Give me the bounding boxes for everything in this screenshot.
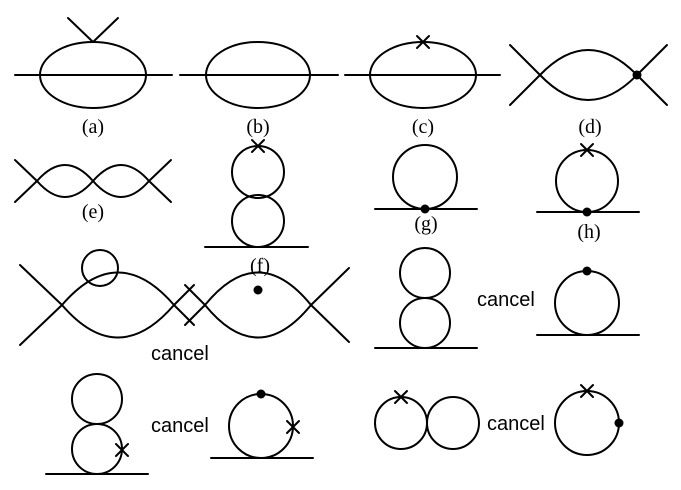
external-leg: [19, 264, 63, 306]
external-leg: [310, 267, 350, 306]
dot-vertex: [632, 70, 642, 80]
cross-vertex: [394, 390, 408, 404]
dot-vertex: [256, 389, 266, 399]
bubble-loop: [60, 271, 176, 339]
external-leg: [173, 304, 195, 326]
dot-vertex: [420, 204, 430, 214]
cancel-pair-4: cancel: [374, 384, 624, 456]
label-d: (d): [578, 116, 601, 138]
label-h: (h): [577, 221, 600, 243]
tadpole-loop: [81, 249, 119, 287]
tadpole-loop: [555, 149, 619, 213]
external-leg: [14, 159, 38, 182]
external-leg: [509, 44, 541, 76]
external-leg: [184, 284, 206, 306]
cross-vertex: [416, 35, 430, 49]
upper-loop: [71, 373, 123, 425]
cross-vertex: [115, 443, 129, 457]
dot-vertex: [614, 418, 624, 428]
diagram-d: (d): [509, 44, 668, 138]
bubble-loop: [91, 164, 151, 198]
label-b: (b): [246, 116, 269, 138]
dot-vertex: [253, 285, 263, 295]
diagram-h: (h): [536, 143, 640, 243]
bubble-loop: [35, 164, 95, 198]
cross-vertex: [580, 143, 594, 157]
dot-vertex: [582, 207, 592, 217]
tadpole-loop: [554, 270, 620, 336]
cancel-pair-1: cancel: [19, 249, 350, 365]
diagram-e: (e): [14, 159, 172, 223]
tadpole-loop: [392, 144, 458, 210]
diagram-g: (g): [374, 144, 478, 235]
label-a: (a): [82, 116, 104, 138]
lower-loop: [71, 423, 123, 475]
cross-vertex: [251, 139, 265, 153]
external-leg: [148, 159, 172, 182]
cross-vertex: [580, 384, 594, 398]
bubble-loop: [203, 271, 313, 339]
external-leg: [509, 74, 541, 106]
cancel-pair-2: cancel: [374, 247, 640, 349]
external-leg: [14, 180, 38, 203]
dot-vertex: [582, 266, 592, 276]
external-leg: [148, 180, 172, 203]
external-leg: [173, 284, 195, 306]
vacuum-loop: [554, 390, 620, 456]
right-loop: [426, 396, 480, 450]
upper-loop: [231, 145, 285, 199]
cancel-label: cancel: [151, 415, 209, 437]
label-f: (f): [250, 255, 270, 277]
label-g: (g): [414, 213, 437, 235]
cancel-pair-3: cancel: [45, 373, 314, 475]
external-leg: [184, 304, 206, 326]
left-loop: [374, 396, 428, 450]
external-leg: [636, 74, 668, 106]
external-leg: [310, 304, 350, 343]
cross-vertex: [286, 420, 300, 434]
lower-loop: [231, 194, 285, 248]
loop-ellipse: [205, 41, 311, 109]
cancel-label: cancel: [151, 343, 209, 365]
external-leg: [67, 17, 94, 43]
external-leg: [92, 17, 119, 43]
diagram-f: (f): [204, 139, 309, 277]
cancel-label: cancel: [487, 413, 545, 435]
upper-loop: [399, 247, 451, 299]
diagram-b: (b): [179, 41, 339, 138]
external-leg: [19, 304, 63, 346]
tadpole-loop: [228, 393, 294, 459]
bubble-loop: [538, 49, 639, 101]
cancel-label: cancel: [477, 289, 535, 311]
diagram-c: (c): [344, 35, 501, 138]
label-e: (e): [82, 201, 104, 223]
external-leg: [636, 44, 668, 76]
lower-loop: [399, 297, 451, 349]
label-c: (c): [412, 116, 434, 138]
diagram-a: (a): [14, 17, 173, 138]
